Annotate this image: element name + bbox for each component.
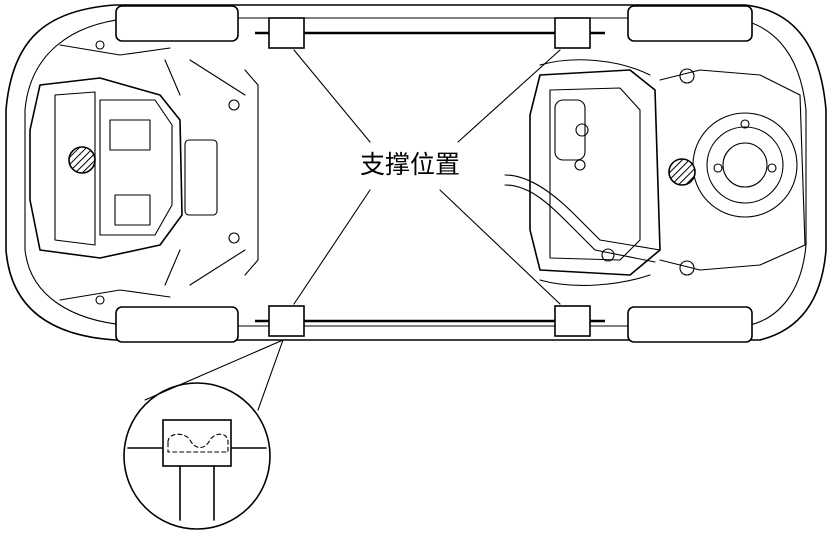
vehicle-body-outline xyxy=(5,4,827,341)
front-engine-assembly xyxy=(29,40,259,305)
rear-suspension-assembly xyxy=(504,59,806,286)
wheel-front-left xyxy=(115,5,239,42)
front-jack-point-marker xyxy=(68,146,96,174)
support-pad-rear-right xyxy=(554,305,591,337)
rear-jack-point-marker xyxy=(668,158,696,186)
wheel-rear-right xyxy=(627,306,753,343)
support-pad-front-right xyxy=(268,305,305,337)
support-pad-rear-left xyxy=(554,17,591,49)
support-pad-detail-magnifier xyxy=(123,339,284,530)
wheel-front-right xyxy=(115,306,239,343)
callout-leader-lines xyxy=(293,49,561,305)
wheel-rear-left xyxy=(627,5,753,42)
support-pad-front-left xyxy=(268,17,305,49)
support-position-label: 支撑位置 xyxy=(360,150,460,179)
